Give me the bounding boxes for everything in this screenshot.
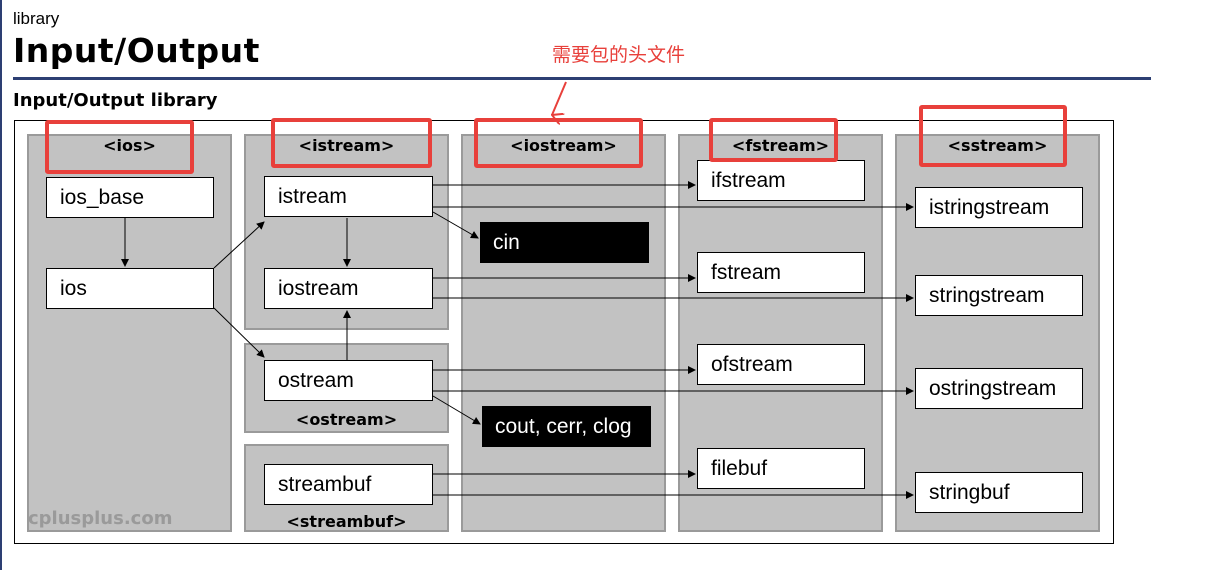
annotation-pointer (552, 81, 567, 115)
watermark-logo: cplusplus.com (28, 508, 173, 529)
highlight-ios (45, 120, 194, 174)
library-category-label: library (13, 9, 60, 28)
class-fstream: fstream (697, 252, 865, 293)
object-cout-cerr-clog: cout, cerr, clog (482, 406, 651, 447)
class-stringbuf: stringbuf (915, 472, 1083, 513)
section-title: Input/Output library (13, 90, 218, 111)
highlight-istream (271, 118, 432, 168)
class-istream: istream (264, 176, 433, 217)
highlight-sstream (919, 105, 1067, 167)
class-ofstream: ofstream (697, 344, 865, 385)
class-ostringstream: ostringstream (915, 368, 1083, 409)
panel-iostream (461, 134, 666, 532)
class-iostream: iostream (264, 268, 433, 309)
object-cin: cin (480, 222, 649, 263)
header-ios: <ios> (103, 136, 156, 155)
class-istringstream: istringstream (915, 187, 1083, 228)
class-stringstream: stringstream (915, 275, 1083, 316)
left-border-line (0, 0, 2, 570)
header-ostream: <ostream> (295, 410, 398, 429)
class-ios: ios (46, 268, 214, 309)
header-sstream: <sstream> (947, 136, 1048, 155)
class-streambuf: streambuf (264, 464, 433, 505)
class-filebuf: filebuf (697, 448, 865, 489)
header-istream: <istream> (298, 136, 395, 155)
class-ifstream: ifstream (697, 160, 865, 201)
header-streambuf: <streambuf> (286, 512, 407, 531)
class-ios-base: ios_base (46, 177, 214, 218)
header-fstream: <fstream> (731, 136, 830, 155)
class-ostream: ostream (264, 360, 433, 401)
title-divider (13, 77, 1151, 80)
page-title: Input/Output (13, 31, 260, 70)
highlight-iostream (474, 118, 643, 168)
highlight-fstream (709, 118, 838, 162)
header-iostream: <iostream> (510, 136, 617, 155)
annotation-text: 需要包的头文件 (552, 44, 686, 66)
